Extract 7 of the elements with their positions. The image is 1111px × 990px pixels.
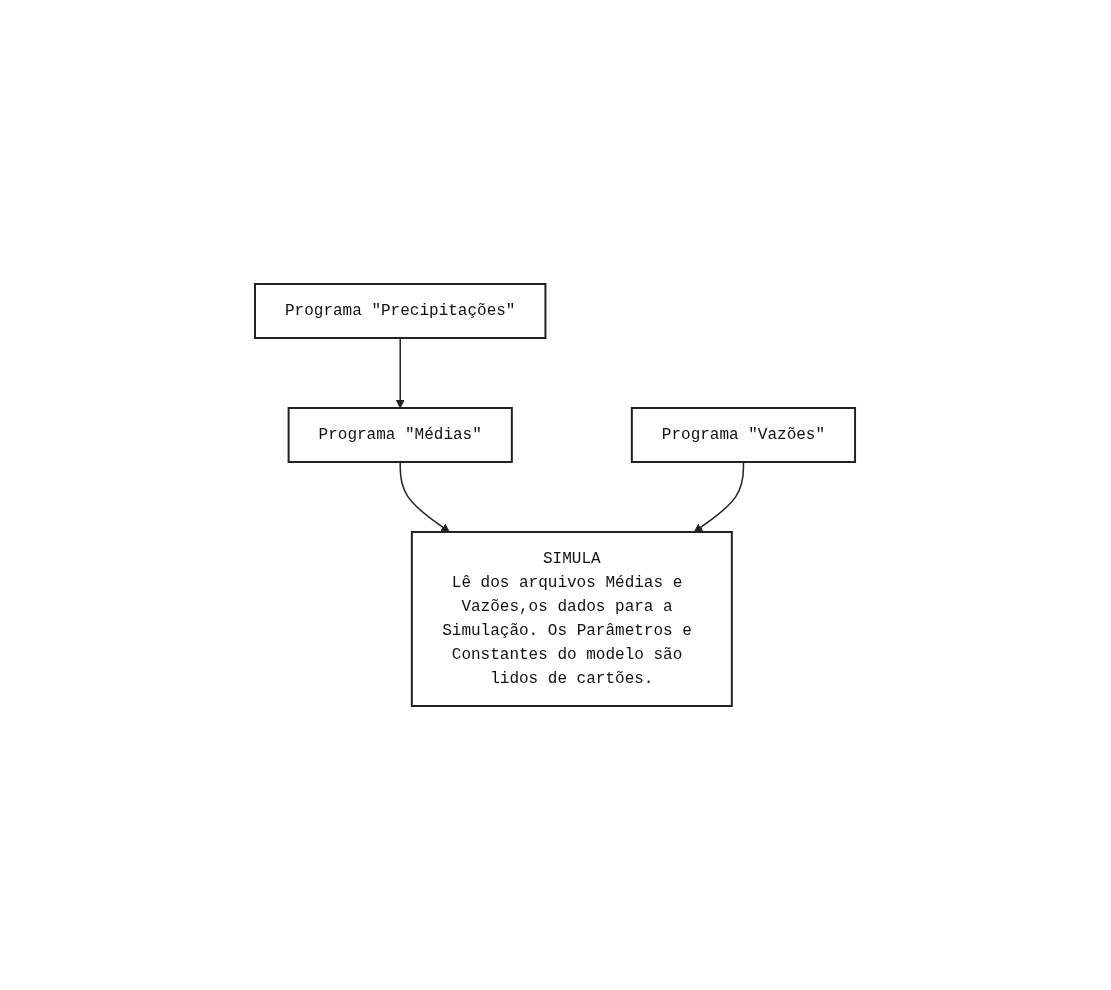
arrow bbox=[396, 337, 406, 409]
arrow bbox=[694, 461, 745, 533]
node-box: Programa "Precipitações" bbox=[254, 283, 547, 339]
node-box: Programa "Vazões" bbox=[631, 407, 857, 463]
node-box: Programa "Médias" bbox=[288, 407, 514, 463]
arrow bbox=[399, 461, 451, 533]
node-box: SIMULA Lê dos arquivos Médias e Vazões,os dados para a Simulação. Os Parâmetros e Constantes do modelo são lidos de cartões. bbox=[411, 531, 734, 707]
